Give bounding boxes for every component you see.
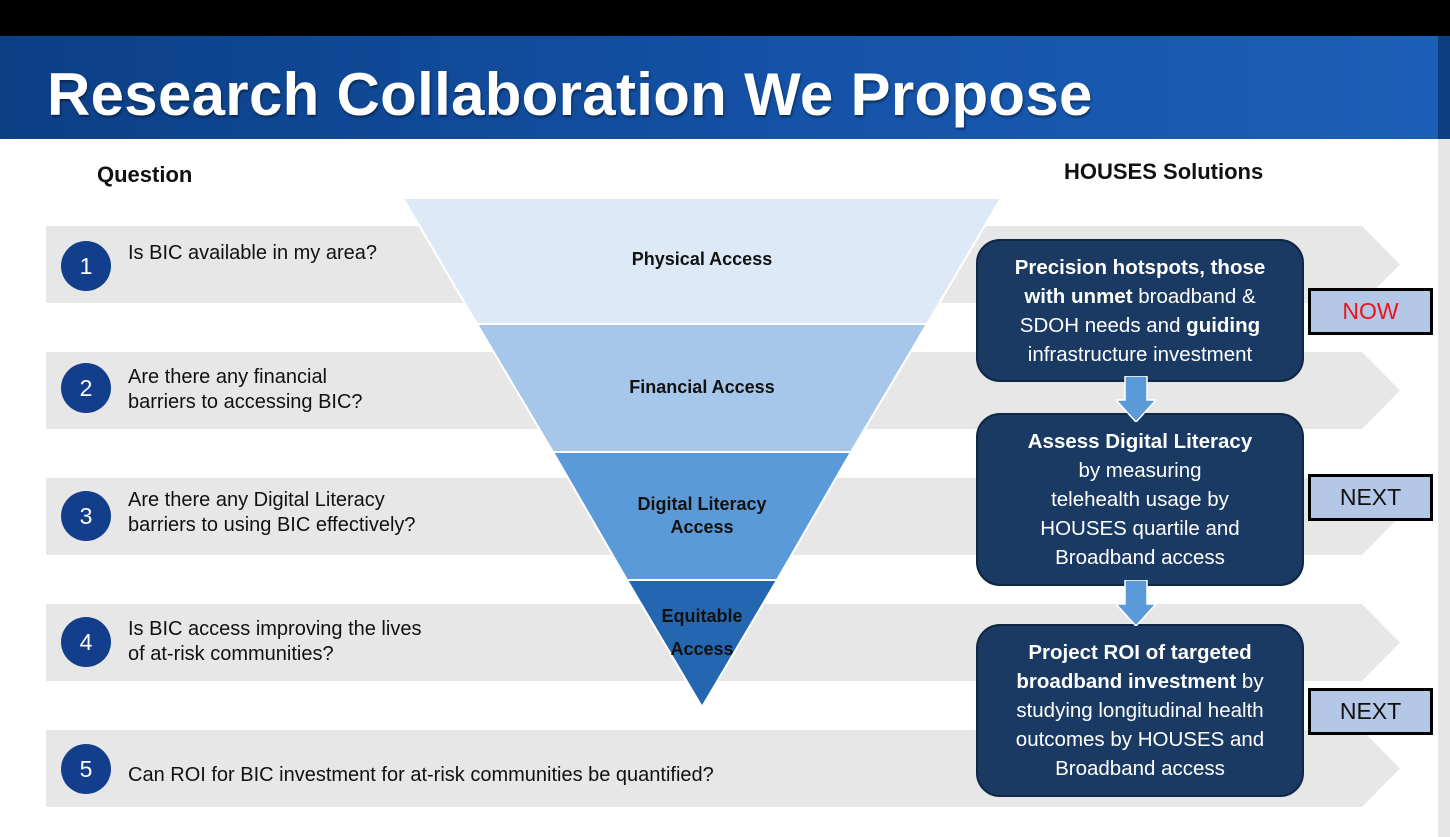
solution-box-3: Project ROI of targeted broadband invest… xyxy=(976,624,1304,797)
question-number-4: 4 xyxy=(61,617,111,667)
top-black-bar xyxy=(0,0,1450,36)
tag-next-1: NEXT xyxy=(1308,474,1433,521)
question-number-5: 5 xyxy=(61,744,111,794)
slide-title: Research Collaboration We Propose xyxy=(47,61,1093,128)
question-number-3: 3 xyxy=(61,491,111,541)
title-banner xyxy=(0,36,1438,139)
solution-box-2: Assess Digital Literacy by measuring tel… xyxy=(976,413,1304,586)
question-number-1: 1 xyxy=(61,241,111,291)
question-text-1: Is BIC available in my area? xyxy=(128,242,378,264)
down-arrow-icon xyxy=(1116,580,1156,626)
question-text-5: Can ROI for BIC investment for at-risk c… xyxy=(128,764,714,786)
right-edge-strip-top xyxy=(1438,36,1450,139)
funnel-level-equitable xyxy=(625,579,779,709)
right-edge-strip xyxy=(1438,36,1450,837)
solutions-column-header: HOUSES Solutions xyxy=(1064,159,1264,184)
question-column-header: Question xyxy=(97,162,193,187)
solution-box-1: Precision hotspots, those with unmet bro… xyxy=(976,239,1304,382)
funnel-label-financial: Financial Access xyxy=(629,377,775,397)
down-arrow-icon xyxy=(1116,376,1156,422)
tag-next-2: NEXT xyxy=(1308,688,1433,735)
question-number-2: 2 xyxy=(61,363,111,413)
tag-now: NOW xyxy=(1308,288,1433,335)
funnel-label-physical: Physical Access xyxy=(631,249,773,269)
